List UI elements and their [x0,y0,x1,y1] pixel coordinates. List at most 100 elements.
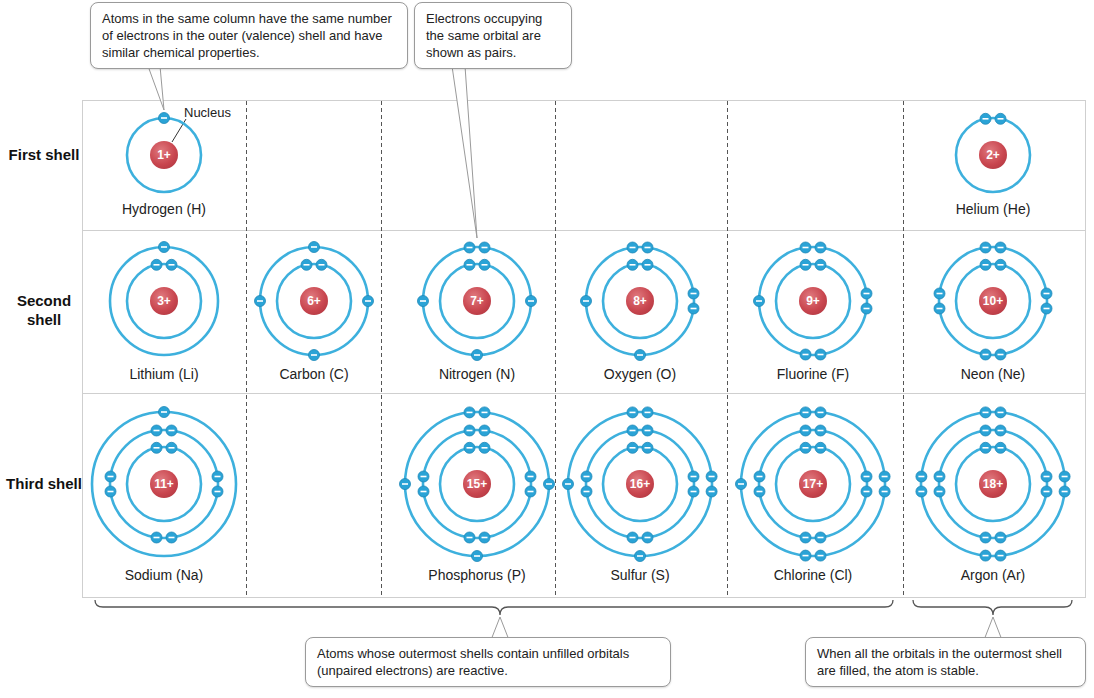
electron-charge [565,483,571,485]
electron [980,242,991,253]
electron-charge [998,264,1004,266]
electron-shell [759,247,867,355]
electron-shell [440,447,514,521]
electron-charge [402,483,408,485]
electron [309,350,320,361]
electron [563,479,574,490]
electron [635,350,646,361]
electron-charge [818,447,824,449]
electron-charge [818,430,824,432]
electron-charge [311,354,317,356]
electron-charge [709,476,715,478]
electron-charge [803,537,809,539]
electron [688,303,699,314]
electron-charge [864,476,870,478]
electron [581,486,592,497]
electron-charge [467,247,473,249]
electron [418,486,429,497]
electron-charge [482,412,488,414]
electron [995,532,1006,543]
electron [688,486,699,497]
electron-charge [882,476,888,478]
electron [815,550,826,561]
electron [464,407,475,418]
electron-shell [921,412,1065,556]
electron [815,259,826,270]
electron-charge [803,354,809,356]
electron [800,407,811,418]
electron-charge [365,300,371,302]
electron [934,471,945,482]
element-name: Argon (Ar) [913,567,1073,584]
electron-charge [420,300,426,302]
electron-charge [818,264,824,266]
electron [800,242,811,253]
electron [916,486,927,497]
electron [642,442,653,453]
electron-charge [482,447,488,449]
electron-shell [603,264,677,338]
electron-charge [467,537,473,539]
electron-charge [319,264,325,266]
electron [526,296,537,307]
electron-charge [584,476,590,478]
element-name: Neon (Ne) [913,366,1073,383]
electron [301,259,312,270]
electron-charge [691,293,697,295]
electron-charge [983,264,989,266]
electron [800,532,811,543]
electron [800,349,811,360]
element-name: Nitrogen (N) [397,366,557,383]
electron [581,471,592,482]
electron [980,532,991,543]
electron-charge [998,430,1004,432]
electron [418,296,429,307]
electron-charge [154,264,160,266]
electron [316,259,327,270]
nucleus-label: Nucleus [184,104,254,121]
electron-charge [1044,293,1050,295]
electron-charge [691,491,697,493]
electron-charge [630,430,636,432]
electron-charge [215,491,221,493]
electron-charge [803,264,809,266]
electron [706,471,717,482]
electron-charge [467,412,473,414]
electron-charge [584,491,590,493]
electron-charge [630,247,636,249]
electron [166,532,177,543]
electron [861,303,872,314]
electron [627,242,638,253]
element-name: Fluorine (F) [733,366,893,383]
electron [479,442,490,453]
electron-charge [937,308,943,310]
electron-charge [169,264,175,266]
electron [464,532,475,543]
electron-charge [311,246,317,248]
electron [166,259,177,270]
electron-charge [474,555,480,557]
electron [688,471,699,482]
electron [105,471,116,482]
electron-shell [405,412,549,556]
electron [472,350,483,361]
electron [861,486,872,497]
electron-charge [998,118,1004,120]
electron [800,425,811,436]
electron-charge [583,300,589,302]
electron [995,550,1006,561]
electron [754,296,765,307]
electron-charge [803,412,809,414]
electron-charge [756,300,762,302]
electron [995,259,1006,270]
electron [934,288,945,299]
electron [980,407,991,418]
electron-charge [738,483,744,485]
electron-shell [260,247,368,355]
electron-shell [127,447,201,521]
callout-tail [148,66,164,110]
electron [815,349,826,360]
electron-shell [759,430,867,538]
electron-charge [983,118,989,120]
electron-charge [937,476,943,478]
